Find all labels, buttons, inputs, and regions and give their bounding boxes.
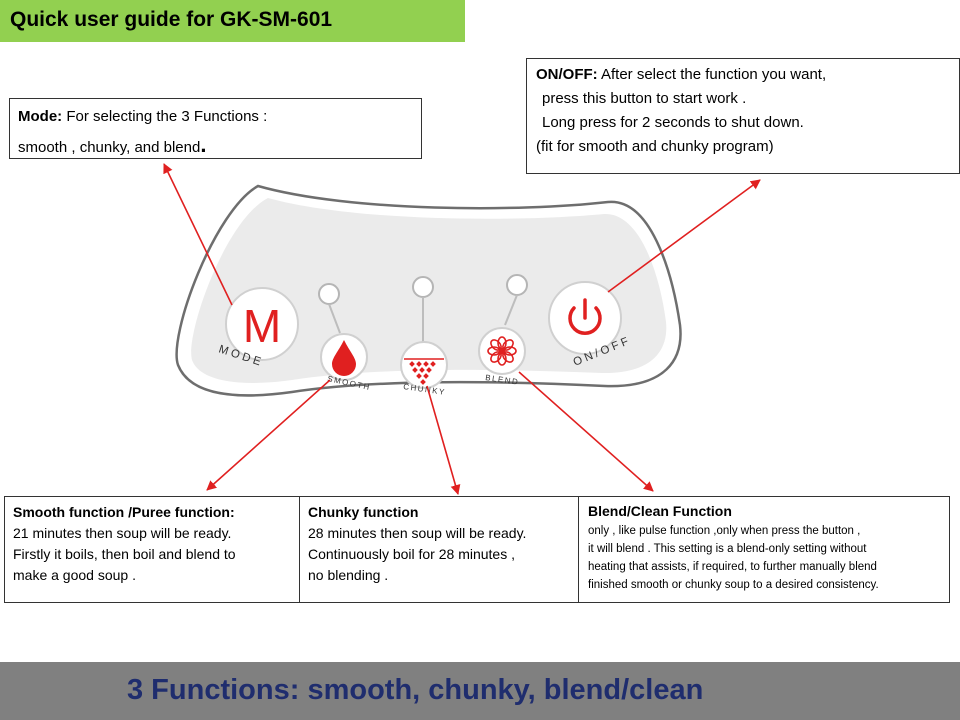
smooth-arrow (206, 379, 331, 491)
onoff-description-box: ON/OFF: After select the function you wa… (526, 58, 960, 174)
onoff-line-1: After select the function you want, (597, 66, 827, 83)
functions-table: Smooth function /Puree function: 21 minu… (4, 496, 950, 603)
smooth-button (320, 333, 368, 381)
blend-button (478, 327, 526, 375)
indicator-stems (328, 294, 518, 343)
title-bar: Quick user guide for GK-SM-601 (0, 0, 465, 42)
callout-arrows (163, 163, 761, 495)
power-icon (568, 298, 602, 335)
onoff-line-2: press this button to start work . (542, 90, 747, 107)
smooth-function-title: Smooth function /Puree function: (13, 504, 235, 520)
footer-title: 3 Functions: smooth, chunky, blend/clean (127, 674, 704, 706)
smooth-function-cell: Smooth function /Puree function: 21 minu… (5, 497, 300, 602)
footer-bar: 3 Functions: smooth, chunky, blend/clean (0, 662, 960, 720)
onoff-line-3: Long press for 2 seconds to shut down. (542, 114, 804, 131)
chunky-function-cell: Chunky function 28 minutes then soup wil… (300, 497, 579, 602)
chunky-function-title: Chunky function (308, 504, 419, 520)
blend-indicator-light (506, 274, 528, 296)
chunky-icon (409, 361, 436, 385)
chunky-indicator-light (412, 276, 434, 298)
smooth-function-line: Firstly it boils, then boil and blend to (13, 546, 236, 562)
blend-arrow (518, 371, 654, 492)
blend-function-title: Blend/Clean Function (588, 503, 732, 519)
flower-icon (487, 336, 517, 366)
chunky-arrow (426, 385, 461, 495)
mode-line-2: smooth , chunky, and blend (18, 139, 201, 156)
page-title: Quick user guide for GK-SM-601 (10, 8, 333, 31)
mode-arrow (163, 163, 233, 306)
mode-button: M (225, 287, 299, 361)
chunky-button (400, 341, 448, 389)
chunky-panel-label: CHUNKY (403, 382, 447, 397)
mode-line-end: . (200, 132, 207, 157)
smooth-function-line: make a good soup . (13, 567, 136, 583)
mode-label: Mode: (18, 108, 63, 125)
blend-function-line: finished smooth or chunky soup to a desi… (588, 579, 879, 591)
blend-function-cell: Blend/Clean Function only , like pulse f… (579, 497, 949, 602)
smooth-function-line: 21 minutes then soup will be ready. (13, 525, 232, 541)
mode-line-1: For selecting the 3 Functions : (62, 108, 268, 125)
power-button (548, 281, 622, 355)
onoff-line-4: (fit for smooth and chunky program) (536, 138, 774, 155)
blend-function-line: it will blend . This setting is a blend-… (588, 543, 867, 555)
onoff-label: ON/OFF: (536, 66, 598, 83)
indicator-lights (318, 274, 528, 305)
blend-function-line: only , like pulse function ,only when pr… (588, 525, 861, 537)
chunky-function-line: Continuously boil for 28 minutes , (308, 546, 515, 562)
drop-icon (332, 340, 356, 376)
blend-function-line: heating that assists, if required, to fu… (588, 561, 877, 573)
mode-description-box: Mode: For selecting the 3 Functions : sm… (9, 98, 422, 159)
onoff-arrow (607, 179, 761, 293)
smooth-indicator-light (318, 283, 340, 305)
chunky-function-line: 28 minutes then soup will be ready. (308, 525, 527, 541)
chunky-function-line: no blending . (308, 567, 389, 583)
mode-letter: M (243, 300, 281, 352)
